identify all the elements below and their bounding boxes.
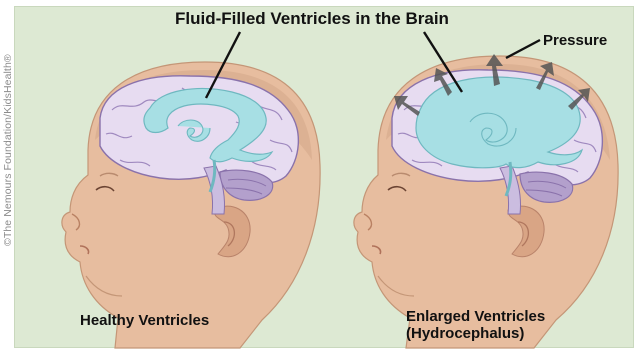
healthy-caption: Healthy Ventricles — [80, 312, 209, 329]
enlarged-caption: Enlarged Ventricles (Hydrocephalus) — [406, 308, 545, 342]
enlarged-caption-line2: (Hydrocephalus) — [406, 325, 545, 342]
credit-line: ©The Nemours Foundation/KidsHealth® — [2, 106, 14, 246]
diagram-title: Fluid-Filled Ventricles in the Brain — [175, 9, 449, 29]
healthy-baby-head — [62, 62, 320, 348]
pressure-label: Pressure — [543, 32, 607, 49]
enlarged-caption-line1: Enlarged Ventricles — [406, 308, 545, 325]
pressure-leader — [506, 40, 540, 58]
